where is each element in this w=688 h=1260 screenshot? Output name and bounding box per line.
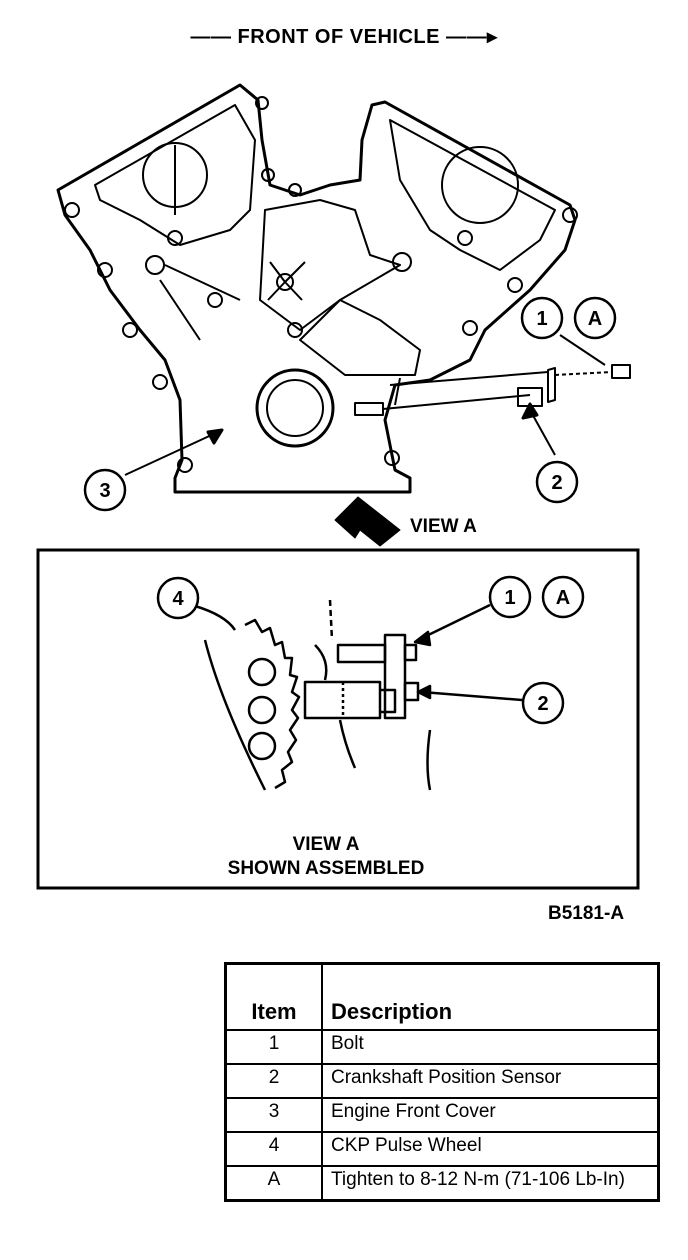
table-row: A Tighten to 8-12 N-m (71-106 Lb-In) <box>224 1165 660 1202</box>
view-a-detail-drawing <box>194 599 523 791</box>
callout-torque-detail: A <box>541 575 585 619</box>
svg-text:A: A <box>588 308 602 330</box>
bolt-boss <box>462 320 478 336</box>
description-cell: Tighten to 8-12 N-m (71-106 Lb-In) <box>321 1165 660 1202</box>
table-row: 1 Bolt <box>224 1029 660 1065</box>
table-row: 2 Crankshaft Position Sensor <box>224 1063 660 1099</box>
detail-caption-line2: SHOWN ASSEMBLED <box>228 858 425 879</box>
description-cell: CKP Pulse Wheel <box>321 1131 660 1167</box>
ckp-sensor-body <box>354 402 384 416</box>
bolt-boss <box>288 183 302 197</box>
item-cell: 4 <box>224 1131 323 1167</box>
svg-text:2: 2 <box>537 693 548 715</box>
svg-text:2: 2 <box>551 472 562 494</box>
bolt-boss <box>122 322 138 338</box>
item-cell: A <box>224 1165 323 1202</box>
bolt-boss <box>507 277 523 293</box>
bolt-exploded <box>611 364 631 379</box>
callout-sensor-top: 2 <box>535 460 579 504</box>
svg-text:3: 3 <box>99 480 110 502</box>
description-cell: Crankshaft Position Sensor <box>321 1063 660 1099</box>
bolt-boss <box>145 255 165 275</box>
svg-text:4: 4 <box>172 588 184 610</box>
bolt-boss <box>392 252 412 272</box>
ckp-pulse-wheel <box>203 639 267 791</box>
ckp-sensor-detail <box>303 680 382 720</box>
svg-text:1: 1 <box>504 587 515 609</box>
right-arrow-icon: ——▸ <box>446 26 498 48</box>
bolt-boss <box>261 168 275 182</box>
legend-table: Item Description 1 Bolt 2 Crankshaft Pos… <box>224 962 660 1202</box>
left-arrow: —— <box>190 26 232 48</box>
bolt-boss <box>152 374 168 390</box>
view-a-arrow-icon <box>334 496 401 547</box>
description-cell: Engine Front Cover <box>321 1097 660 1133</box>
callout-bolt-detail: 1 <box>488 575 532 619</box>
callout-cover-top: 3 <box>83 468 127 512</box>
engine-front-cover-diagram: 1 A 2 3 VIEW A <box>36 83 640 890</box>
bolt-boss <box>384 450 400 466</box>
view-a-label: VIEW A <box>410 516 477 537</box>
engine-front-cover-outline <box>56 83 577 494</box>
bolt-boss <box>562 207 578 223</box>
description-header: Description <box>321 962 660 1031</box>
item-cell: 2 <box>224 1063 323 1099</box>
callout-bolt-top: 1 <box>520 296 564 340</box>
bolt-boss <box>255 96 269 110</box>
front-of-vehicle-label: —— FRONT OF VEHICLE ——▸ <box>0 24 688 49</box>
bolt-boss <box>167 230 183 246</box>
bolt-boss <box>287 322 303 338</box>
bolt-boss <box>207 292 223 308</box>
header-title: FRONT OF VEHICLE <box>237 26 440 48</box>
table-row: 3 Engine Front Cover <box>224 1097 660 1133</box>
view-a-detail-frame <box>36 548 640 890</box>
item-cell: 3 <box>224 1097 323 1133</box>
svg-text:A: A <box>556 587 570 609</box>
callout-wheel-detail: 4 <box>156 576 200 620</box>
item-header: Item <box>224 962 323 1031</box>
bolt-detail <box>336 643 387 664</box>
crankshaft-seal <box>255 368 335 448</box>
bolt-boss <box>457 230 473 246</box>
detail-caption-line1: VIEW A <box>293 834 360 855</box>
callout-sensor-detail: 2 <box>521 681 565 725</box>
svg-text:1: 1 <box>536 308 547 330</box>
bolt-boss <box>97 262 113 278</box>
callout-torque-top: A <box>573 296 617 340</box>
legend-header-row: Item Description <box>224 962 660 1031</box>
bolt-boss <box>64 202 80 218</box>
bolt-boss <box>177 457 193 473</box>
description-cell: Bolt <box>321 1029 660 1065</box>
figure-id: B5181-A <box>548 903 625 924</box>
table-row: 4 CKP Pulse Wheel <box>224 1131 660 1167</box>
item-cell: 1 <box>224 1029 323 1065</box>
